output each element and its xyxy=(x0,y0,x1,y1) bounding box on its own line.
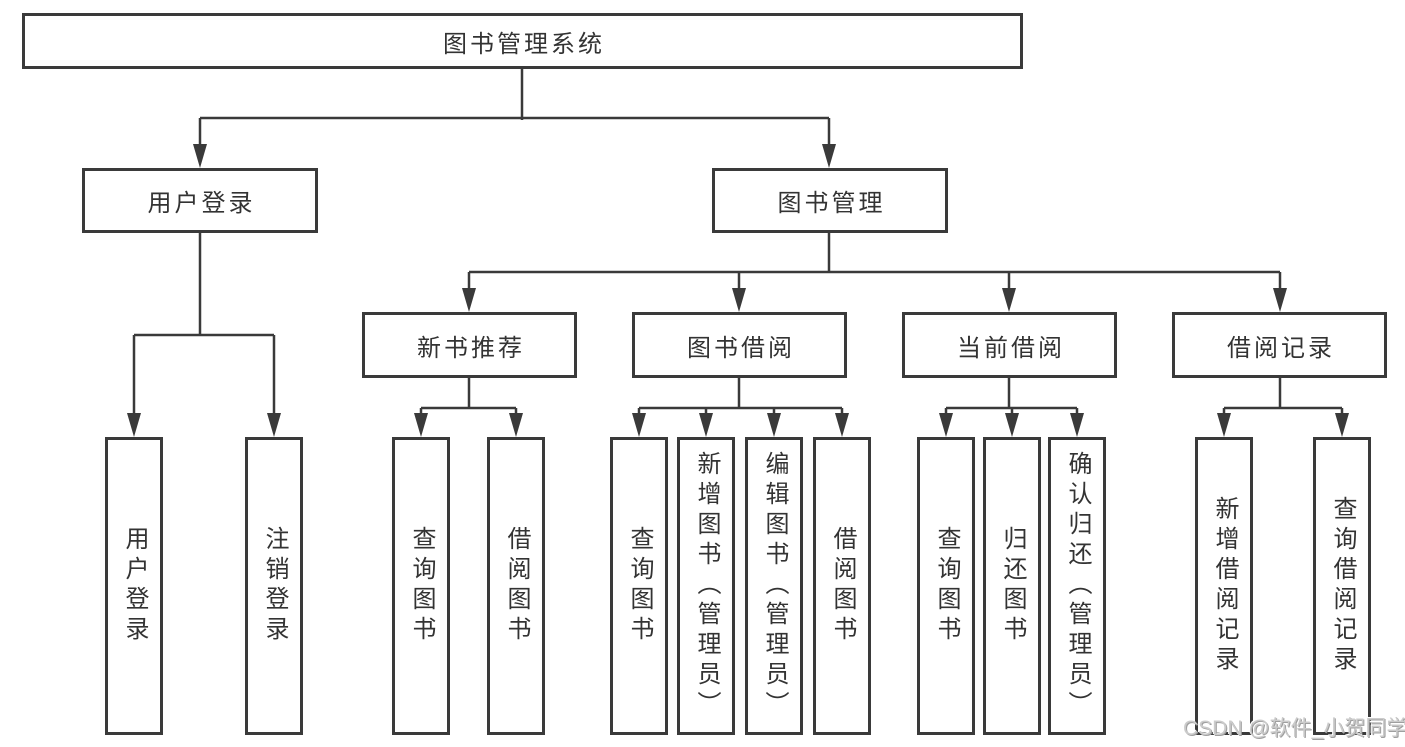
node-current-borrow-label: 当前借阅 xyxy=(957,334,1065,362)
node-user-login-label: 用户登录 xyxy=(147,190,256,217)
leaf-confirm-return-admin: 确认归还（管理员） xyxy=(1048,437,1106,735)
node-book-borrow: 图书借阅 xyxy=(632,312,847,378)
leaf-add-books-admin: 新增图书（管理员） xyxy=(677,437,735,735)
leaf-return-books: 归还图书 xyxy=(983,437,1041,735)
leaf-borrow-books-1: 借阅图书 xyxy=(487,437,545,735)
csdn-watermark: CSDN @软件_小贺同学 xyxy=(1183,717,1405,740)
node-new-book-recommend: 新书推荐 xyxy=(362,312,577,378)
node-user-login: 用户登录 xyxy=(82,168,318,233)
leaf-edit-books-admin: 编辑图书（管理员） xyxy=(745,437,803,735)
node-borrow-records-label: 借阅记录 xyxy=(1227,334,1335,362)
node-borrow-records: 借阅记录 xyxy=(1172,312,1387,378)
node-book-management: 图书管理 xyxy=(712,168,948,233)
leaf-borrow-books-2: 借阅图书 xyxy=(813,437,871,735)
leaf-query-books-2: 查询图书 xyxy=(610,437,668,735)
leaf-query-books-3: 查询图书 xyxy=(917,437,975,735)
node-new-book-recommend-label: 新书推荐 xyxy=(417,334,525,362)
leaf-user-login: 用户登录 xyxy=(105,437,163,735)
node-book-management-label: 图书管理 xyxy=(777,190,886,217)
arrowheads xyxy=(127,144,1349,437)
node-root: 图书管理系统 xyxy=(22,13,1023,69)
node-book-borrow-label: 图书借阅 xyxy=(687,334,795,362)
leaf-query-borrow-record: 查询借阅记录 xyxy=(1313,437,1371,735)
leaf-logout: 注销登录 xyxy=(245,437,303,735)
node-root-label: 图书管理系统 xyxy=(443,30,605,58)
node-current-borrow: 当前借阅 xyxy=(902,312,1117,378)
leaf-query-books-1: 查询图书 xyxy=(392,437,450,735)
leaf-add-borrow-record: 新增借阅记录 xyxy=(1195,437,1253,735)
